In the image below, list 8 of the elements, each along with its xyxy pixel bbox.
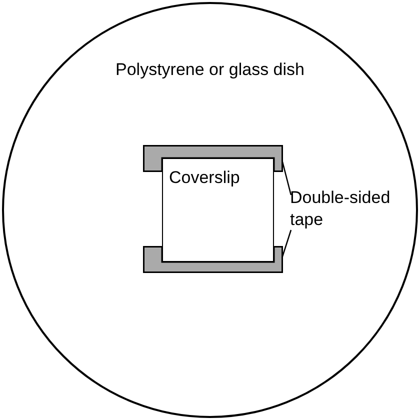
coverslip <box>162 158 274 262</box>
tape-strip <box>143 145 283 172</box>
leader-line <box>281 230 292 258</box>
tape-label: Double-sided tape <box>290 187 392 231</box>
leader-line <box>281 160 292 196</box>
coverslip-label: Coverslip <box>169 167 240 189</box>
dish-label: Polystyrene or glass dish <box>114 59 306 81</box>
tape-strip <box>143 246 283 273</box>
